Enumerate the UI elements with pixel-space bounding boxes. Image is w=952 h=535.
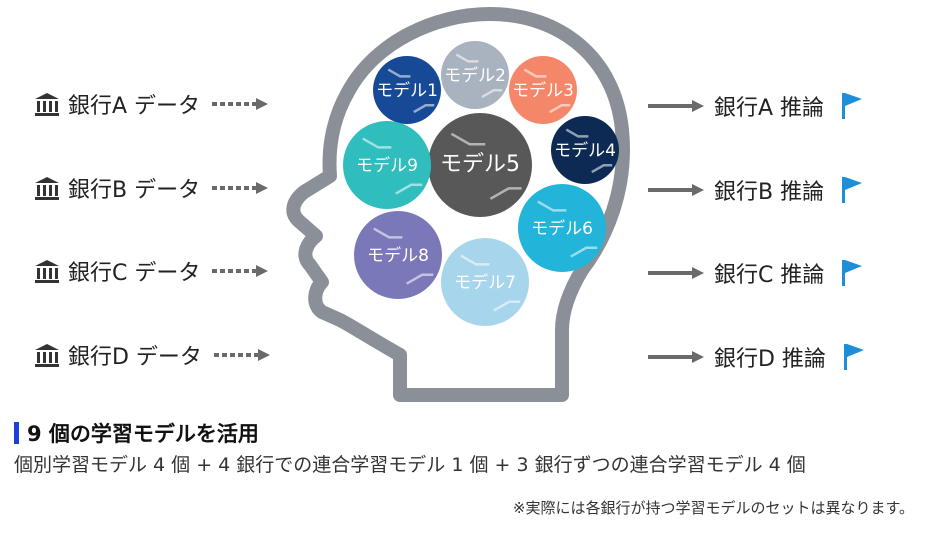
input-row-b: 銀行B データ [34,172,269,204]
model-2-node: モデル2 [441,41,509,109]
models-group: モデル1 モデル2 モデル3 モデル4 モデル5 モデル6 モデル7 モデル8 モデル9 [343,41,619,326]
model-3-node: モデル3 [509,56,577,124]
footnote: ※実際には各銀行が持つ学習モデルのセットは異なります。 [512,499,914,517]
model-label: モデル8 [367,245,429,266]
arrow [648,266,704,280]
arrow [648,99,704,113]
output-row-c: 銀行C 推論 [648,257,864,289]
circuit-lines [523,68,571,114]
output-row-a: 銀行A 推論 [648,90,864,122]
flag-icon [843,344,864,370]
dotted-arrow [212,181,269,195]
bank-icon [35,177,59,200]
input-row-a: 銀行A データ [34,88,269,120]
circuit-lines [387,68,435,114]
model-label: モデル1 [376,80,438,101]
model-5-node: モデル5 [428,113,532,217]
output-label: 銀行A 推論 [714,96,825,121]
output-row-b: 銀行B 推論 [648,174,864,206]
input-label: 銀行A データ [68,94,201,119]
model-6-node: モデル6 [518,184,606,272]
model-label: モデル6 [531,218,593,239]
input-row-c: 銀行C データ [34,255,269,287]
model-label: モデル4 [554,140,616,161]
model-label: モデル9 [356,155,418,176]
head-diagram: モデル1 モデル2 モデル3 モデル4 モデル5 モデル6 モデル7 モデル8 モデル9 [286,7,630,402]
model-label: モデル7 [454,272,516,293]
section-heading: 9 個の学習モデルを活用 [14,418,259,448]
input-label: 銀行D データ [68,345,202,370]
circuit-lines [455,53,503,99]
arrow [648,350,704,364]
arrow [648,183,704,197]
flag-icon [842,93,863,119]
model-label: モデル3 [512,80,574,101]
dotted-arrow [213,348,270,362]
flag-icon [842,260,863,286]
bank-icon [35,93,59,116]
model-9-node: モデル9 [343,121,431,209]
input-label: 銀行B データ [68,178,201,203]
model-1-node: モデル1 [373,56,441,124]
dotted-arrow [212,264,269,278]
output-label: 銀行D 推論 [714,347,826,372]
accent-bar [14,422,19,444]
circuit-lines [362,137,423,195]
model-8-node: モデル8 [354,211,442,299]
model-label: モデル5 [440,152,520,177]
dotted-arrow [212,97,269,111]
input-row-d: 銀行D データ [34,339,270,371]
output-row-d: 銀行D 推論 [648,341,866,373]
circuit-lines [450,132,522,200]
model-label: モデル2 [444,65,506,86]
input-label: 銀行C データ [68,261,201,286]
circuit-lines [460,254,521,312]
circuit-lines [537,200,598,258]
model-7-node: モデル7 [441,238,529,326]
bank-icon [35,344,59,367]
model-4-node: モデル4 [551,116,619,184]
flag-icon [842,177,863,203]
heading-text: 9 個の学習モデルを活用 [27,422,259,446]
description: 個別学習モデル 4 個 + 4 銀行での連合学習モデル 1 個 + 3 銀行ずつ… [14,454,806,476]
circuit-lines [565,128,613,174]
circuit-lines [373,227,434,285]
bank-icon [35,260,59,283]
output-label: 銀行C 推論 [714,263,825,288]
output-label: 銀行B 推論 [714,180,825,205]
